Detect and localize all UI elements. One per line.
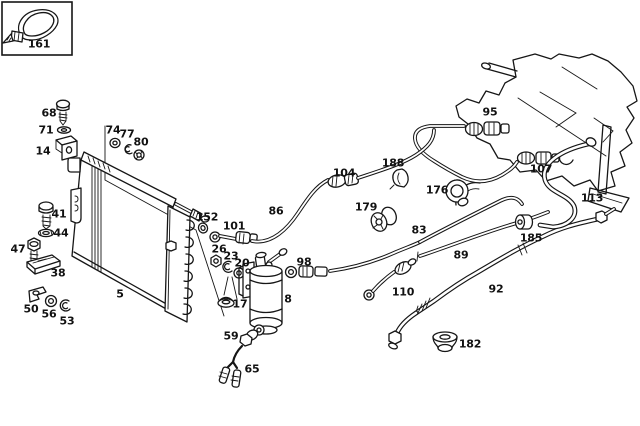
grommet-182 (432, 331, 458, 353)
fitting-95 (464, 121, 510, 137)
washer-71 (56, 126, 72, 134)
side-tank (164, 205, 195, 323)
part-label-14: 14 (35, 144, 51, 158)
part-label-47: 47 (10, 242, 26, 256)
part-label-185: 185 (519, 231, 543, 245)
receiver-drier-group (197, 172, 422, 388)
part-label-110: 110 (391, 285, 415, 299)
part-label-74: 74 (105, 123, 121, 137)
part-label-8: 8 (284, 292, 292, 306)
refrigerant-lines (356, 121, 616, 350)
cable-tie-icon (2, 9, 59, 44)
bolt-41 (38, 201, 54, 230)
bolt-47 (27, 237, 41, 266)
part-label-17: 17 (232, 297, 248, 311)
tank-top-fitting (174, 202, 210, 223)
ring-77 (124, 144, 133, 155)
part-label-104: 104 (332, 166, 356, 180)
part-label-50: 50 (23, 302, 39, 316)
side-bracket (70, 187, 82, 224)
leader-lines (104, 125, 238, 317)
part-label-65: 65 (244, 362, 260, 376)
fitting-101 (209, 230, 258, 245)
pipe-104 (356, 128, 436, 180)
fitting-98 (284, 265, 328, 279)
part-label-188: 188 (381, 156, 405, 170)
part-label-152: 152 (195, 210, 219, 224)
plate-38 (26, 254, 61, 275)
part-label-182: 182 (458, 337, 482, 351)
part-label-101: 101 (222, 219, 246, 233)
pipe-95-loop (413, 124, 519, 184)
pipe-92 (388, 207, 616, 350)
part-label-53: 53 (59, 314, 75, 328)
temp-switch-59 (226, 324, 265, 370)
screw-68 (55, 99, 71, 126)
nut-80 (133, 149, 145, 161)
hose-86 (250, 178, 330, 244)
grommet-185 (514, 214, 534, 230)
part-label-92: 92 (488, 282, 504, 296)
bracket-14 (55, 135, 78, 161)
hose-98-to-pipe (328, 240, 422, 273)
pipe-89 (416, 210, 550, 262)
clamp-188 (389, 168, 409, 190)
washer-44 (37, 228, 55, 238)
part-label-161: 161 (27, 37, 51, 51)
nut-26 (210, 254, 222, 268)
receiver-drier-8 (238, 248, 288, 335)
hose-113 (537, 137, 597, 230)
ring-152 (197, 222, 209, 234)
clip-50 (28, 286, 47, 303)
part-label-41: 41 (51, 207, 67, 221)
grommet-179 (370, 206, 397, 232)
washer-53 (59, 299, 71, 312)
terminals-65 (218, 366, 242, 388)
washer-74 (109, 137, 121, 149)
part-label-95: 95 (482, 105, 498, 119)
condenser-5 (67, 151, 210, 323)
part-label-5: 5 (116, 287, 124, 301)
part-label-20: 20 (234, 256, 250, 270)
part-label-77: 77 (119, 127, 135, 141)
cap-17 (217, 296, 235, 308)
hose-110 (363, 258, 417, 301)
part-label-71: 71 (38, 123, 54, 137)
engine (455, 53, 638, 213)
mounting-hardware-left (26, 99, 78, 312)
ring-23 (222, 260, 233, 273)
part-label-38: 38 (50, 266, 66, 280)
part-label-107: 107 (529, 162, 553, 176)
part-label-113: 113 (580, 191, 604, 205)
part-label-83: 83 (411, 223, 427, 237)
part-label-80: 80 (133, 135, 149, 149)
part-label-98: 98 (296, 255, 312, 269)
part-label-59: 59 (223, 329, 239, 343)
part-label-89: 89 (453, 248, 469, 262)
part-label-179: 179 (354, 200, 378, 214)
part-label-86: 86 (268, 204, 284, 218)
part-label-56: 56 (41, 307, 57, 321)
washer-56 (44, 294, 58, 308)
part-label-68: 68 (41, 106, 57, 120)
part-label-23: 23 (223, 249, 239, 263)
grommet-176 (445, 179, 469, 207)
part-label-44: 44 (53, 226, 69, 240)
pipe-83 (418, 195, 524, 244)
part-label-26: 26 (211, 242, 227, 256)
inset-box (1, 1, 73, 56)
grommets-and-clamps (109, 137, 534, 353)
part-label-176: 176 (425, 183, 449, 197)
engine-bracket (587, 124, 630, 213)
